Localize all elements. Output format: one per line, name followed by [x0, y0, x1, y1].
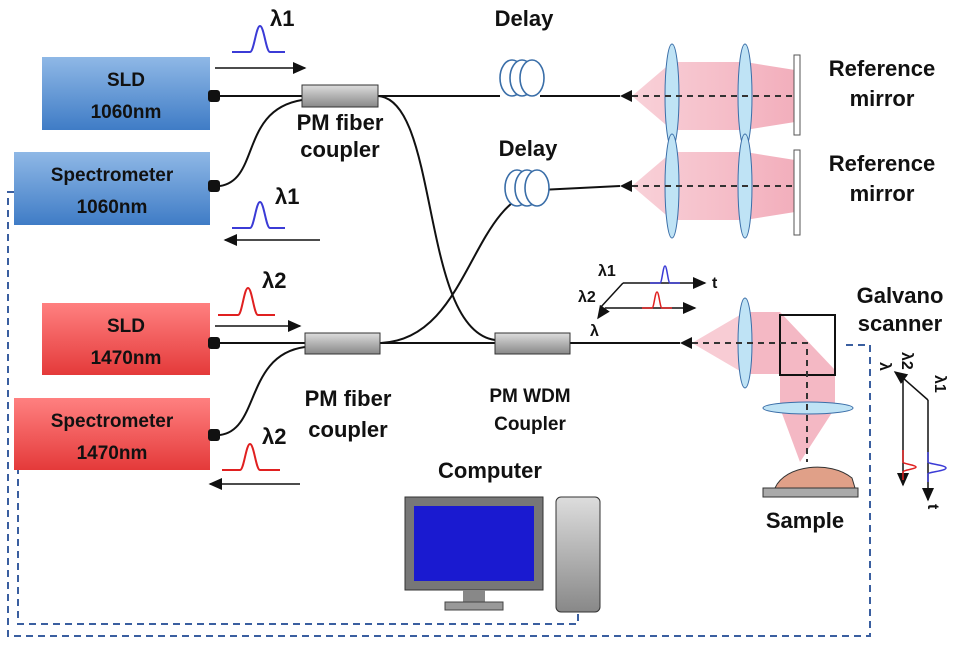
svg-text:Delay: Delay [499, 136, 558, 161]
svg-text:1470nm: 1470nm [77, 443, 148, 464]
svg-text:λ1: λ1 [931, 375, 948, 393]
svg-text:λ1: λ1 [598, 263, 616, 280]
svg-text:λ1: λ1 [275, 184, 299, 209]
pulse-lambda2-return: λ2 [208, 424, 300, 490]
svg-text:Sample: Sample [766, 508, 844, 533]
sample-tissue [774, 466, 856, 489]
coupler-label: PM fiber [297, 110, 384, 135]
svg-text:Delay: Delay [495, 6, 554, 31]
sample-arm [692, 297, 859, 498]
delay-coil-icon [499, 59, 550, 207]
computer-icon [404, 496, 601, 613]
coupler-label: PM WDM [489, 386, 570, 407]
svg-text:t: t [924, 504, 941, 510]
svg-text:λ: λ [590, 323, 599, 340]
svg-text:λ2: λ2 [578, 289, 596, 306]
svg-text:t: t [712, 275, 718, 292]
coupler-label: PM fiber [305, 386, 392, 411]
fiber-connectors [208, 90, 692, 441]
reference-mirror-label: Reference [829, 56, 935, 81]
svg-text:λ2: λ2 [262, 268, 286, 293]
svg-text:scanner: scanner [858, 311, 943, 336]
pulse-lambda2-out: λ2 [215, 268, 302, 332]
reference-mirror-label: mirror [850, 86, 915, 111]
pm-wdm-coupler [494, 332, 571, 355]
svg-text:Computer: Computer [438, 458, 542, 483]
spectrometer-1470-box: Spectrometer 1470nm [14, 398, 210, 470]
svg-text:λ: λ [876, 362, 893, 371]
pulse-lambda1-return: λ1 [223, 184, 320, 246]
svg-text:SLD: SLD [107, 316, 145, 337]
coupler-label: Coupler [494, 414, 566, 435]
spectrometer-1060-box: Spectrometer 1060nm [14, 152, 210, 225]
svg-text:1060nm: 1060nm [91, 102, 162, 123]
reference-arm-1 [632, 43, 801, 149]
svg-text:λ2: λ2 [262, 424, 286, 449]
pm-fiber-coupler-2 [304, 332, 381, 355]
pm-fiber-coupler-1 [301, 84, 379, 108]
pulse-lambda1-out: λ1 [215, 6, 307, 74]
svg-text:Spectrometer: Spectrometer [51, 165, 174, 186]
reference-mirror-label: mirror [850, 181, 915, 206]
sld-1470-box: SLD 1470nm [42, 303, 210, 375]
reference-arm-2 [632, 133, 801, 239]
timing-inset-vertical: λ λ2 λ1 t [876, 352, 948, 510]
coupler-label: coupler [300, 137, 380, 162]
coupler-label: coupler [308, 417, 388, 442]
svg-text:Galvano: Galvano [857, 283, 944, 308]
sld-1060-box: SLD 1060nm [42, 57, 210, 130]
svg-text:λ2: λ2 [898, 352, 915, 370]
svg-text:Spectrometer: Spectrometer [51, 411, 174, 432]
timing-inset-horizontal: λ1 λ2 t λ [578, 263, 718, 340]
svg-text:1060nm: 1060nm [77, 197, 148, 218]
svg-text:λ1: λ1 [270, 6, 294, 31]
svg-text:SLD: SLD [107, 70, 145, 91]
reference-mirror-label: Reference [829, 151, 935, 176]
svg-text:1470nm: 1470nm [91, 348, 162, 369]
